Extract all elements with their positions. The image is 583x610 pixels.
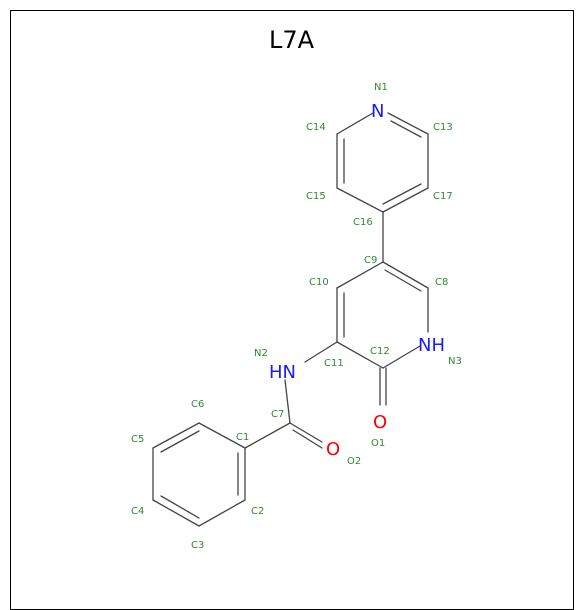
bond-c12-c11 [336,341,384,369]
diagram-frame [10,10,574,610]
bond-c4-c3-inner [160,495,200,519]
atom-o2-symbol: O [326,439,340,460]
bond-n3-c12 [382,345,421,369]
bond-c17-c16 [382,187,429,213]
bond-c6-c5-inner [160,430,200,453]
atom-n2-symbol: HN [269,362,296,383]
atom-label-c1: C1 [236,432,249,443]
atom-label-o2: O2 [347,456,361,467]
atom-label-c17: C17 [433,191,453,202]
bond-c1-c6 [198,422,246,449]
pyridine-ring-bonds [336,112,429,213]
bond-c7-o2-a [289,422,323,443]
bond-c3-c2 [198,499,246,527]
bond-c14-n1 [336,112,374,135]
atom-label-c8: C8 [435,277,448,288]
atom-n3-symbol: NH [418,335,445,356]
atom-label-c16: C16 [353,217,373,228]
bond-c7-o2-b [292,429,323,449]
atom-label-c3: C3 [191,540,204,551]
atom-label-c5: C5 [131,434,144,445]
atom-label-n2: N2 [254,348,268,359]
bond-n1-c13 [387,112,429,135]
atom-label-c12: C12 [370,346,390,357]
pyridinone-ring-bonds [336,261,429,369]
atom-label-c4: C4 [131,506,144,517]
bond-c9-c8-inner [384,269,422,292]
atom-n1-symbol: N [371,101,384,122]
atom-label-c13: C13 [433,122,453,133]
molecule-canvas: L7A [10,10,574,610]
molecule-structure: N NH HN O O N1 C13 C14 C15 C17 C16 C9 C1… [131,82,462,551]
bond-c4-c3 [152,499,200,527]
atom-label-c10: C10 [309,277,329,288]
bond-n1-c13-inner [390,120,422,138]
bond-c10-c9 [336,261,384,289]
atom-label-n1: N1 [374,82,388,93]
atom-label-c14: C14 [306,122,326,133]
bond-c7-c1 [244,422,291,449]
atom-label-n3: N3 [448,356,462,367]
bond-c16-c15 [336,187,384,213]
atom-label-c6: C6 [191,399,204,410]
benzene-ring-bonds [152,422,246,527]
atom-o1-symbol: O [373,412,387,433]
bond-c17-c16-inner [382,183,422,205]
atom-label-c2: C2 [251,506,264,517]
atom-label-c11: C11 [324,358,344,369]
atom-label-c7: C7 [271,409,284,420]
molecule-title: L7A [268,26,315,54]
bond-c9-c8 [382,261,429,289]
atom-label-c15: C15 [306,191,326,202]
bond-c6-c5 [152,422,200,449]
bond-c11-n2 [304,341,338,363]
bond-n2-c7 [284,379,291,424]
atom-label-c9: C9 [364,255,377,266]
atom-label-o1: O1 [371,438,385,449]
